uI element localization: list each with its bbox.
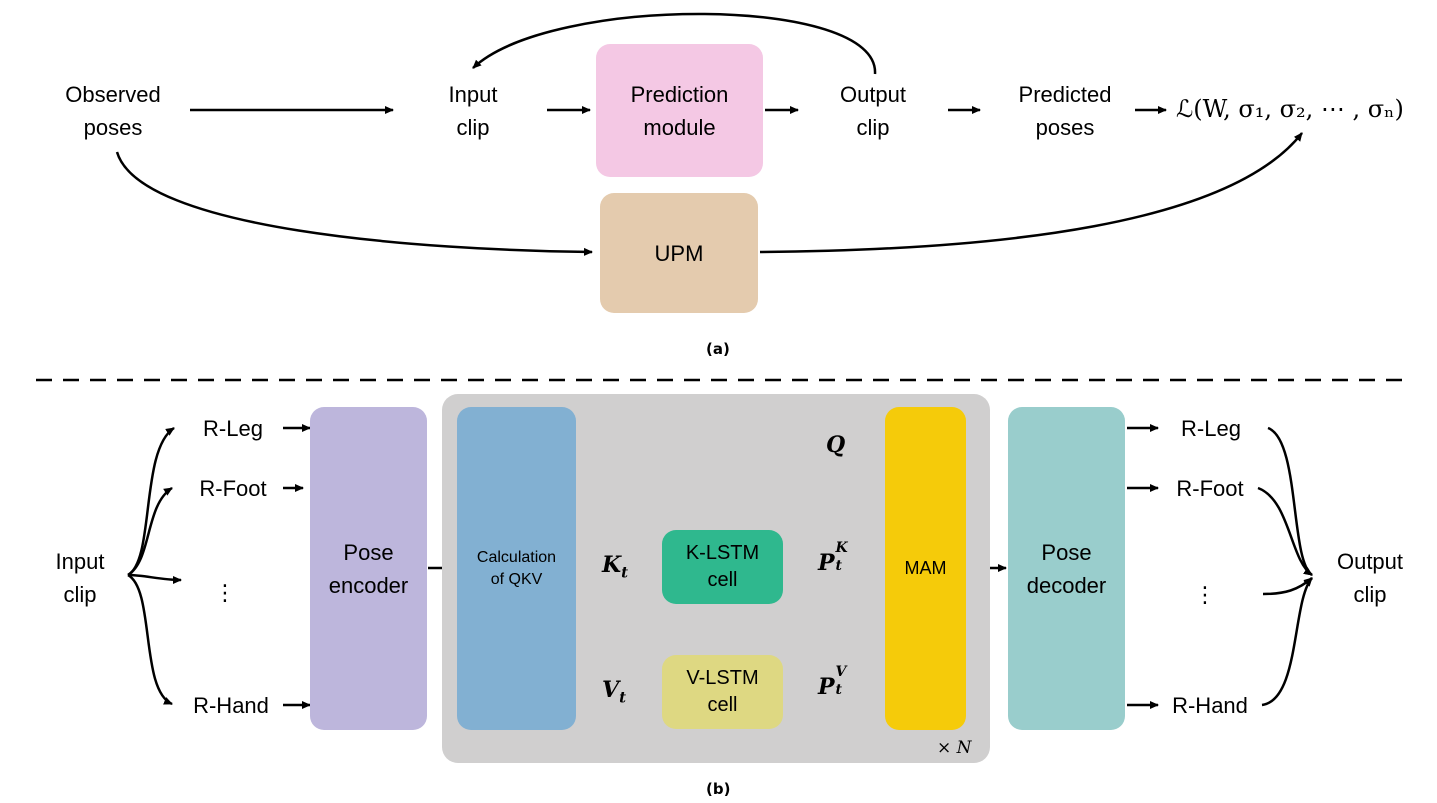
arrow-upm-to-loss xyxy=(759,132,1303,254)
v-letter: V xyxy=(602,677,620,703)
fanin-from-r-hand xyxy=(1261,577,1313,707)
vt-symbol: Vt xyxy=(602,677,626,706)
input-ellipsis-label: ⋮ xyxy=(214,580,236,605)
arrow-observed-to-upm xyxy=(115,151,593,256)
pk-superscript: K xyxy=(835,540,848,556)
output-r-hand-label: R-Hand xyxy=(1172,693,1248,718)
output-clip-label-a: Output clip xyxy=(839,82,907,140)
input-r-hand-label: R-Hand xyxy=(193,693,269,718)
q-symbol: Q xyxy=(826,432,846,458)
fanin-from-r-leg xyxy=(1267,426,1313,577)
mam-box: MAM xyxy=(885,407,966,730)
v-lstm-box: V-LSTM cell xyxy=(662,655,783,729)
observed-poses-label: Observed poses xyxy=(65,82,161,140)
output-ellipsis-label: ⋮ xyxy=(1194,582,1216,607)
input-clip-label-b: Input clip xyxy=(55,549,105,607)
calc-qkv-box: Calculation of QKV xyxy=(457,407,576,730)
caption-a: (a) xyxy=(706,340,730,358)
v-subscript: t xyxy=(619,688,627,707)
v-lstm-label: V-LSTM cell xyxy=(686,667,759,716)
fanout-to-dots xyxy=(127,573,182,584)
input-r-leg-label: R-Leg xyxy=(203,416,263,441)
fanout-to-r-leg xyxy=(127,426,175,577)
calc-qkv-label: Calculation of QKV xyxy=(476,548,557,588)
k-subscript: t xyxy=(621,563,629,582)
pose-encoder-box: Pose encoder xyxy=(310,407,427,730)
pose-decoder-label: Pose decoder xyxy=(1026,539,1107,598)
output-r-foot-label: R-Foot xyxy=(1176,476,1244,501)
upm-box: UPM xyxy=(600,193,758,313)
caption-b: (b) xyxy=(706,780,731,798)
times-n-label: × N xyxy=(937,738,972,758)
pv-superscript: V xyxy=(835,664,847,680)
fanout-to-r-foot xyxy=(127,486,173,577)
prediction-module-box: Prediction module xyxy=(596,44,763,177)
pk-subscript: t xyxy=(835,558,843,574)
pose-encoder-label: Pose encoder xyxy=(328,539,409,598)
input-clip-label-a: Input clip xyxy=(448,82,498,140)
pv-subscript: t xyxy=(835,682,843,698)
k-lstm-box: K-LSTM cell xyxy=(662,530,783,604)
kt-symbol: Kt xyxy=(602,552,628,581)
k-letter: K xyxy=(602,552,622,578)
loss-function: ℒ(W, σ₁, σ₂, ⋯ , σₙ) xyxy=(1176,95,1404,123)
input-r-foot-label: R-Foot xyxy=(199,476,267,501)
pose-decoder-box: Pose decoder xyxy=(1008,407,1125,730)
upm-label: UPM xyxy=(654,240,704,266)
k-lstm-label: K-LSTM cell xyxy=(685,542,760,591)
predicted-poses-label: Predicted poses xyxy=(1018,82,1112,140)
fanin-from-r-foot xyxy=(1257,486,1313,577)
fanout-to-r-hand xyxy=(127,573,173,706)
prediction-module-label: Prediction module xyxy=(630,81,729,140)
mam-label: MAM xyxy=(904,558,947,578)
arrow-output-feedback-to-input xyxy=(472,12,877,75)
pk-letter: P xyxy=(818,550,835,576)
loss-expression: ℒ(W, σ₁, σ₂, ⋯ , σₙ) xyxy=(1176,95,1404,123)
output-clip-label-b: Output clip xyxy=(1336,549,1404,607)
output-r-leg-label: R-Leg xyxy=(1181,416,1241,441)
pv-letter: P xyxy=(818,674,835,700)
